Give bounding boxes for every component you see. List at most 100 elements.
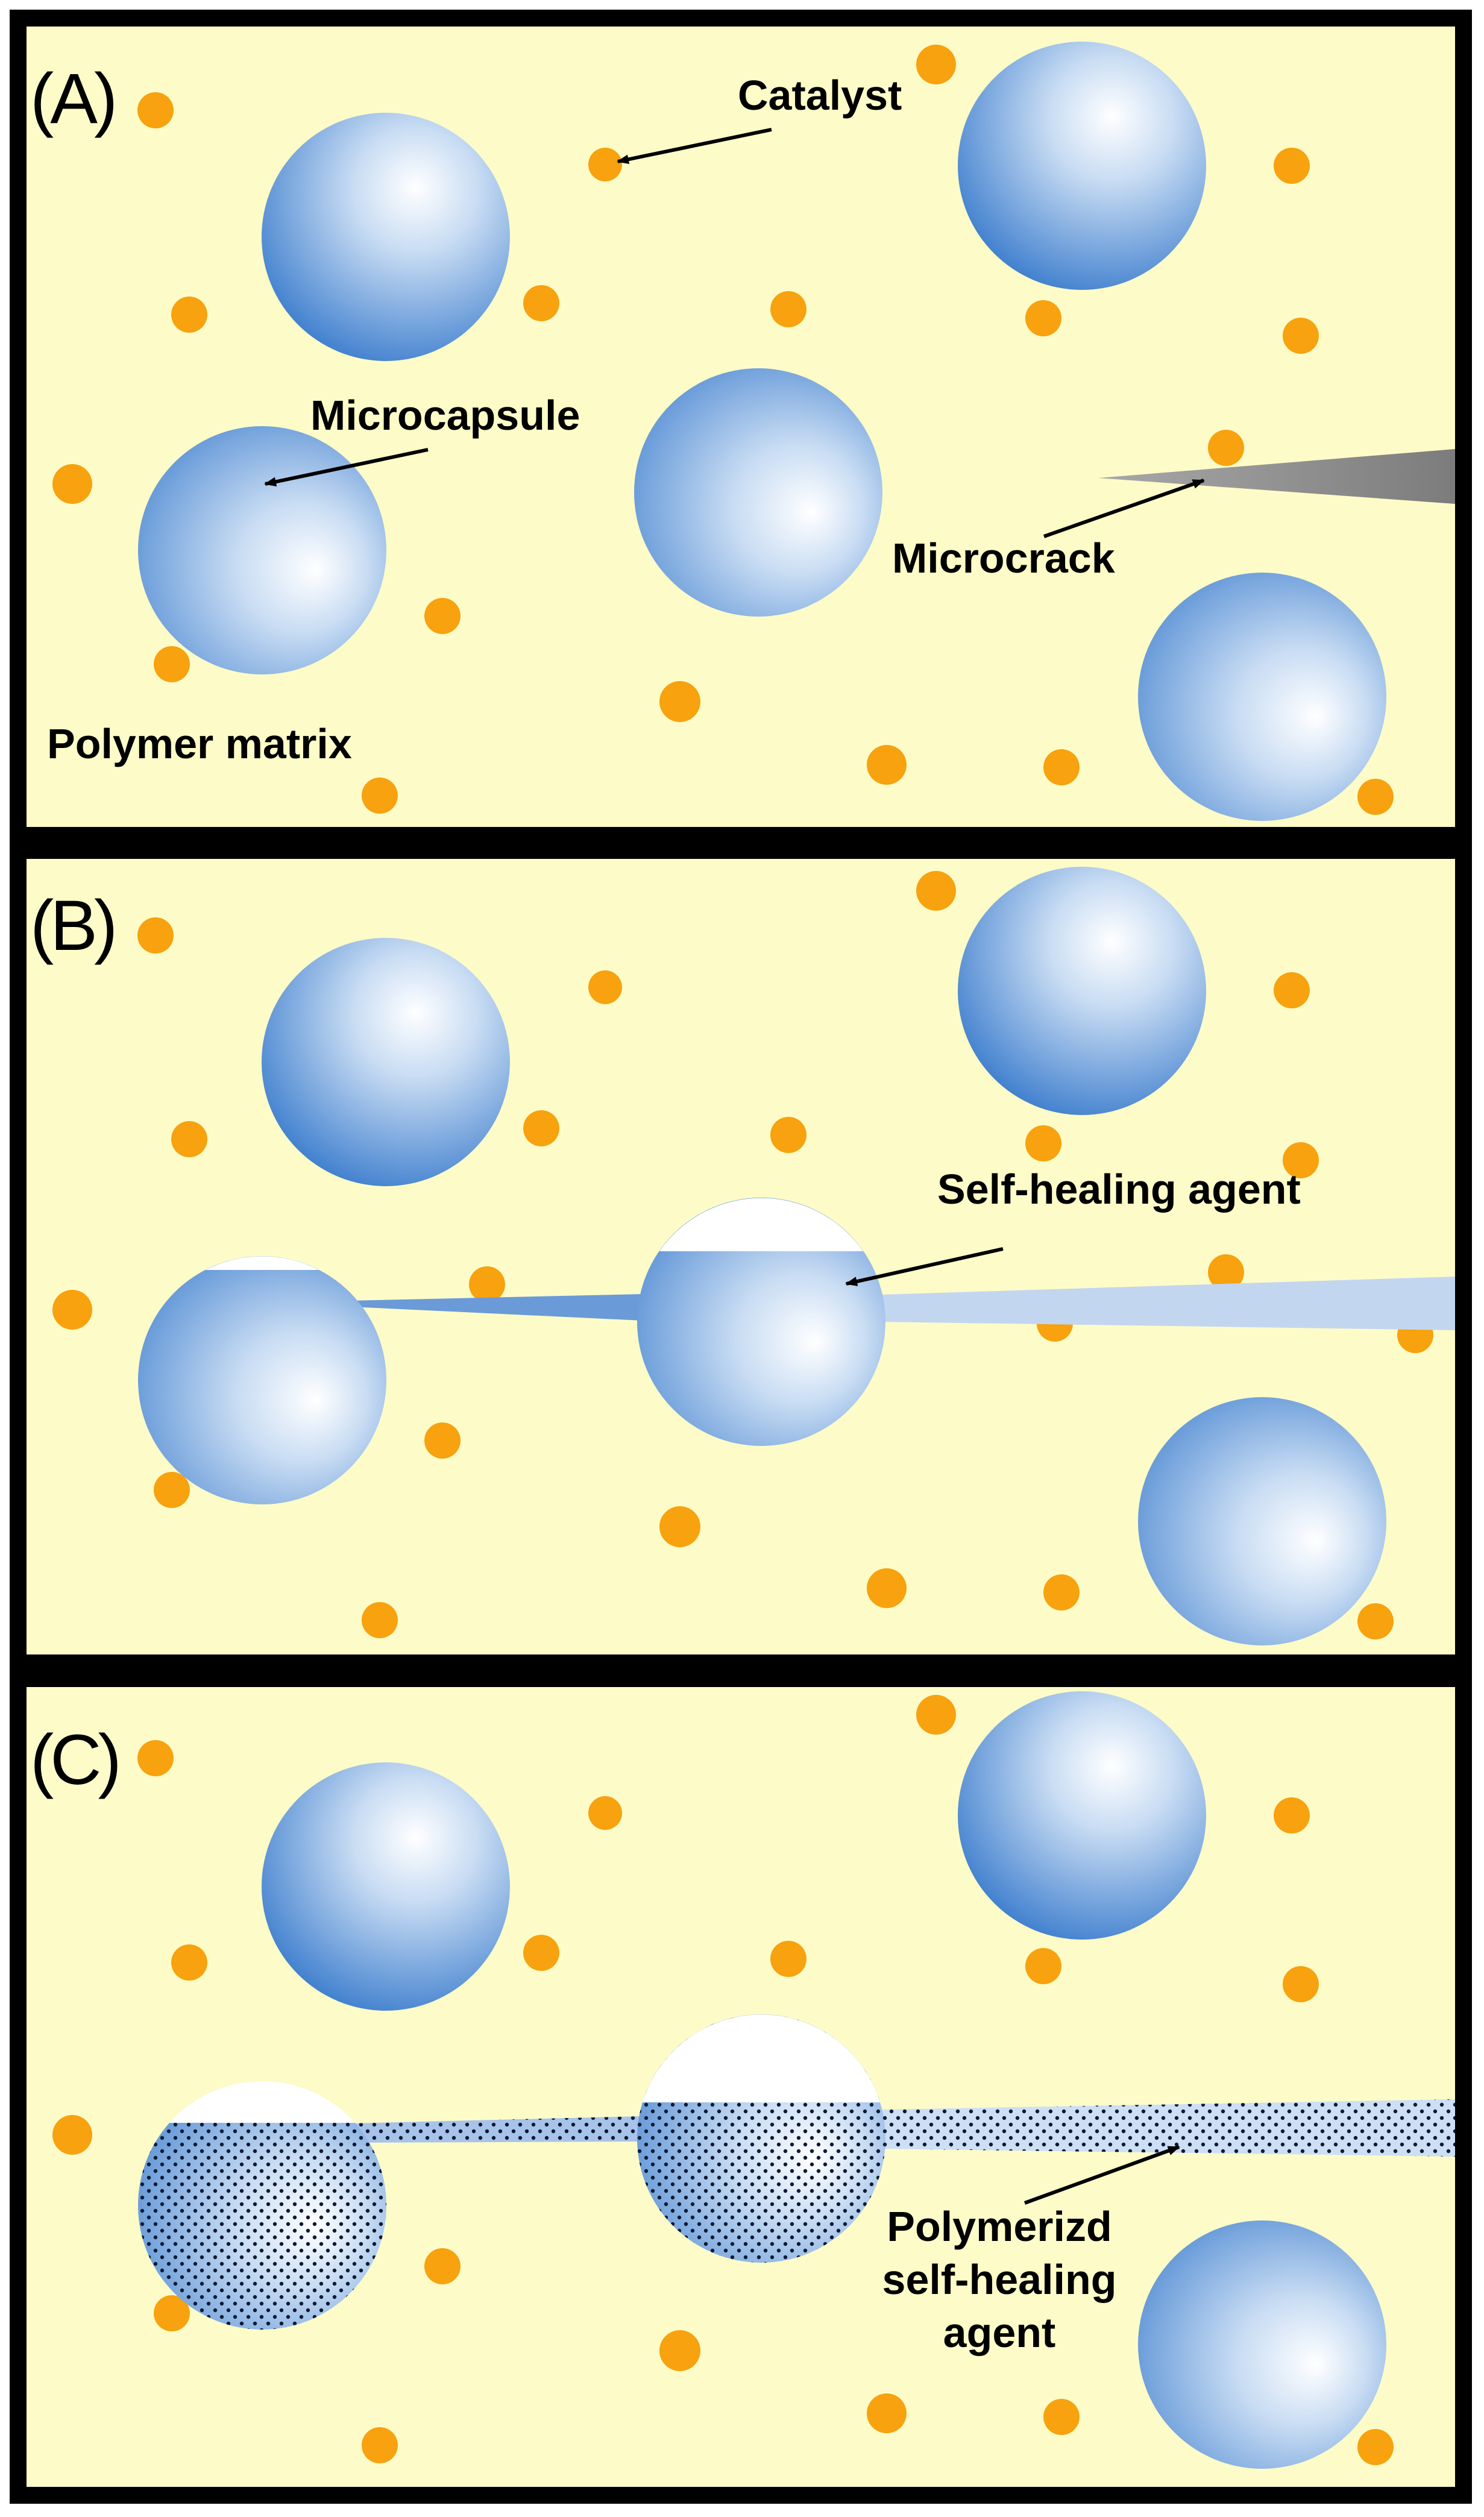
microcapsule (1138, 1397, 1386, 1645)
panel-b-crack-agent (350, 1277, 1455, 1330)
catalyst-particle (523, 1935, 559, 1971)
catalyst-particle (1283, 1966, 1319, 2002)
catalyst-particle (424, 598, 461, 634)
panel-b-catalysts (52, 871, 1433, 1639)
microcapsule-callout: Microcapsule (264, 392, 580, 487)
agent-callout: Self-healing agent (845, 1166, 1301, 1286)
catalyst-particle (1274, 148, 1310, 184)
catalyst-particle (1025, 1948, 1061, 1984)
microcrack (1098, 449, 1455, 504)
catalyst-particle (171, 1944, 207, 1981)
empty-capsule-space (643, 2014, 880, 2102)
catalyst-particle (916, 871, 956, 911)
catalyst-particle (362, 2427, 398, 2463)
panel-a-microcapsules (138, 42, 1386, 821)
panel-c-label: (C) (30, 1720, 118, 1800)
catalyst-particle (1274, 1797, 1310, 1834)
catalyst-particle (659, 681, 700, 722)
catalyst-particle (154, 1472, 190, 1508)
empty-capsule-space (206, 1256, 319, 1270)
catalyst-particle (916, 1695, 956, 1735)
agent-filled-crack (880, 1277, 1455, 1330)
agent-filled-crack (350, 1294, 642, 1321)
capsule-shell (637, 1198, 885, 1446)
catalyst-particle (1025, 1125, 1061, 1161)
catalyst-particle (867, 745, 907, 785)
empty-capsule-space (659, 1198, 863, 1251)
catalyst-arrow (617, 128, 772, 165)
polymerized-agent-arrow (1023, 2145, 1180, 2205)
catalyst-particle (137, 1740, 174, 1776)
catalyst-particle (424, 1422, 461, 1459)
catalyst-particle (770, 291, 806, 327)
catalyst-particle (469, 1266, 505, 1302)
polymer-matrix-label: Polymer matrix (47, 720, 352, 767)
capsule-shell (138, 1256, 386, 1504)
ruptured-microcapsule (138, 2081, 386, 2330)
panel-b: (B) Self-healing agent (10, 842, 1472, 1671)
catalyst-particle (916, 45, 956, 84)
microcapsule (634, 368, 882, 617)
catalyst-particle (867, 2393, 907, 2433)
polymerized-label-line3: agent (943, 2309, 1056, 2356)
catalyst-particle (523, 285, 559, 321)
catalyst-particle (154, 2295, 190, 2331)
catalyst-particle (137, 92, 174, 128)
panel-a-catalysts (52, 45, 1394, 815)
catalyst-particle (362, 1602, 398, 1638)
catalyst-particle (770, 1117, 806, 1153)
catalyst-particle (171, 1121, 207, 1157)
catalyst-particle (154, 646, 190, 682)
panel-b-label: (B) (30, 886, 114, 966)
catalyst-particle (52, 1290, 92, 1330)
catalyst-particle (1357, 2429, 1394, 2465)
catalyst-particle (659, 2330, 700, 2371)
catalyst-particle (588, 148, 622, 181)
agent-arrow (845, 1247, 1004, 1286)
microcapsule-arrow (264, 448, 429, 487)
catalyst-particle (137, 917, 174, 954)
polymerized-crack (350, 2116, 642, 2143)
polymerized-label-line1: Polymerizd (887, 2203, 1111, 2250)
catalyst-particle (1043, 1574, 1080, 1610)
microcapsule (262, 938, 510, 1186)
catalyst-particle (588, 970, 622, 1004)
catalyst-particle (1357, 1603, 1394, 1639)
panel-c: (C) Polymerizd self-healing agent (10, 1670, 1472, 2504)
catalyst-particle (867, 1568, 907, 1608)
ruptured-microcapsule (138, 1256, 386, 1504)
catalyst-particle (523, 1110, 559, 1146)
microcrack-arrow (1043, 479, 1205, 538)
catalyst-particle (1208, 1254, 1244, 1290)
microcapsule (958, 1691, 1206, 1940)
catalyst-particle (1357, 779, 1394, 815)
catalyst-particle (424, 2248, 461, 2284)
catalyst-particle (770, 1941, 806, 1977)
catalyst-callout: Catalyst (617, 72, 902, 165)
panel-c-catalysts (52, 1695, 1394, 2465)
catalyst-particle (1025, 300, 1061, 336)
microcapsule (262, 113, 510, 361)
catalyst-particle (659, 1506, 700, 1547)
microcapsule-label: Microcapsule (310, 392, 580, 439)
microcrack-label: Microcrack (892, 535, 1115, 582)
catalyst-label: Catalyst (738, 72, 902, 119)
panel-c-polymerized-crack (350, 2099, 1455, 2157)
catalyst-particle (171, 297, 207, 333)
catalyst-particle (52, 2115, 92, 2155)
polymerized-crack (880, 2099, 1455, 2157)
microcapsule (1138, 2220, 1386, 2469)
panel-a: (A) Catalyst Microcapsule Microcrack Pol… (10, 10, 1472, 844)
catalyst-particle (1283, 318, 1319, 354)
microcapsule (958, 867, 1206, 1115)
panel-a-label: (A) (30, 59, 114, 139)
catalyst-particle (1043, 2399, 1080, 2435)
microcapsule (262, 1762, 510, 2011)
ruptured-microcapsule (637, 1198, 885, 1446)
microcapsule (958, 42, 1206, 290)
polymerized-agent-callout: Polymerizd self-healing agent (882, 2145, 1180, 2356)
polymerized-fill (138, 2081, 386, 2330)
microcapsule (138, 426, 386, 674)
ruptured-microcapsule (637, 2014, 885, 2263)
